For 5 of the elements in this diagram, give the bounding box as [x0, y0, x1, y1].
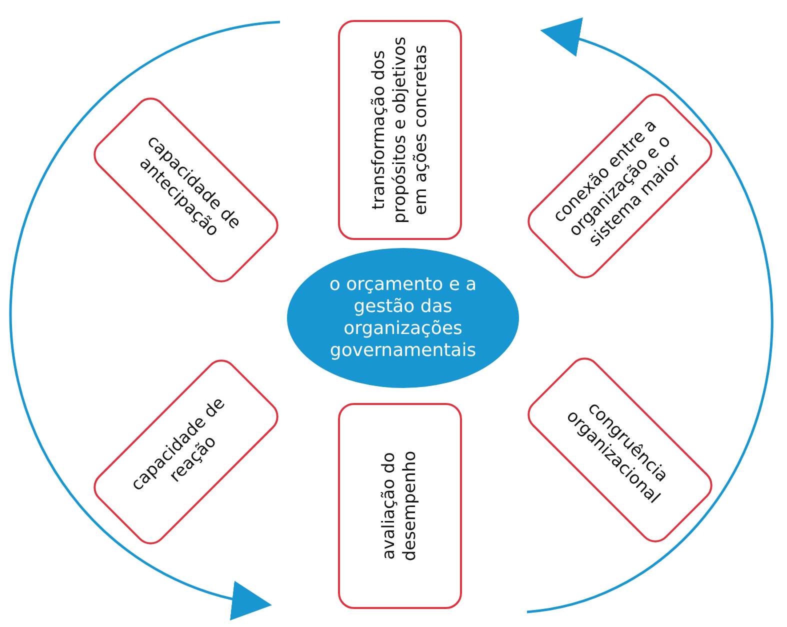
node-text: avaliação do desempenho [379, 450, 421, 564]
node-text: o orçamento e a gestão das organizações governamentais [328, 274, 478, 362]
node-text: transformação dos propósitos e objetivos em ações concretas [368, 36, 432, 224]
rounded-box [338, 403, 462, 609]
rounded-box [338, 20, 462, 240]
